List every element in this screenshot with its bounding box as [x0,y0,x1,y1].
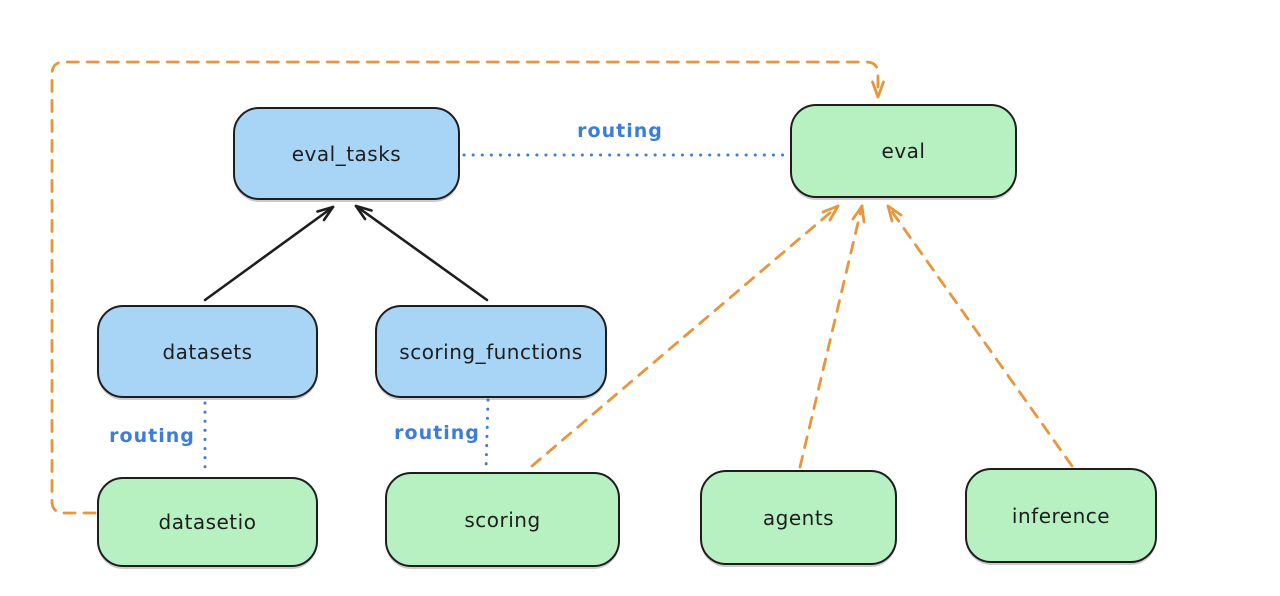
node-eval: eval [790,104,1017,198]
node-datasetio: datasetio [97,477,318,567]
arrowhead-icon [871,80,885,99]
node-agents-label: agents [762,505,835,530]
edge-line [530,204,840,468]
node-eval-tasks: eval_tasks [233,107,460,200]
edge-label-routing-scoring-functions-scoring: routing [394,422,480,444]
edge-scoring-functions-to-eval-tasks [354,204,489,302]
node-eval-label: eval [881,139,926,163]
node-scoring-functions: scoring_functions [375,305,607,398]
edge-line [798,204,864,469]
edge-label-routing-datasets-datasetio: routing [109,425,195,447]
node-datasets: datasets [97,305,318,398]
edge-agents-to-eval [798,204,866,469]
edge-scoring-functions-to-scoring-routing [484,398,490,471]
node-scoring: scoring [385,472,620,567]
node-inference-label: inference [1011,503,1111,528]
node-eval-tasks-label: eval_tasks [291,141,402,166]
node-inference: inference [965,468,1157,563]
node-agents: agents [700,470,897,565]
arrowhead-icon [316,205,335,222]
edge-scoring-to-eval [530,204,840,468]
edge-line [886,204,1074,468]
edge-line [50,60,880,515]
arrowhead-icon [354,204,373,221]
node-scoring-label: scoring [464,507,541,532]
edge-line [354,204,489,302]
arrowhead-icon [851,204,866,224]
node-datasetio-label: datasetio [158,510,257,534]
edge-datasets-to-eval-tasks [203,205,335,302]
node-scoring-functions-label: scoring_functions [399,339,583,364]
arrowhead-icon [821,204,840,222]
node-datasets-label: datasets [162,339,253,364]
edge-label-routing-eval-tasks-eval: routing [577,120,663,142]
arrowhead-icon [886,204,903,223]
edge-datasetio-to-eval [50,60,885,515]
edge-line [203,205,335,302]
edge-inference-to-eval [886,204,1074,468]
edge-line [484,398,490,471]
